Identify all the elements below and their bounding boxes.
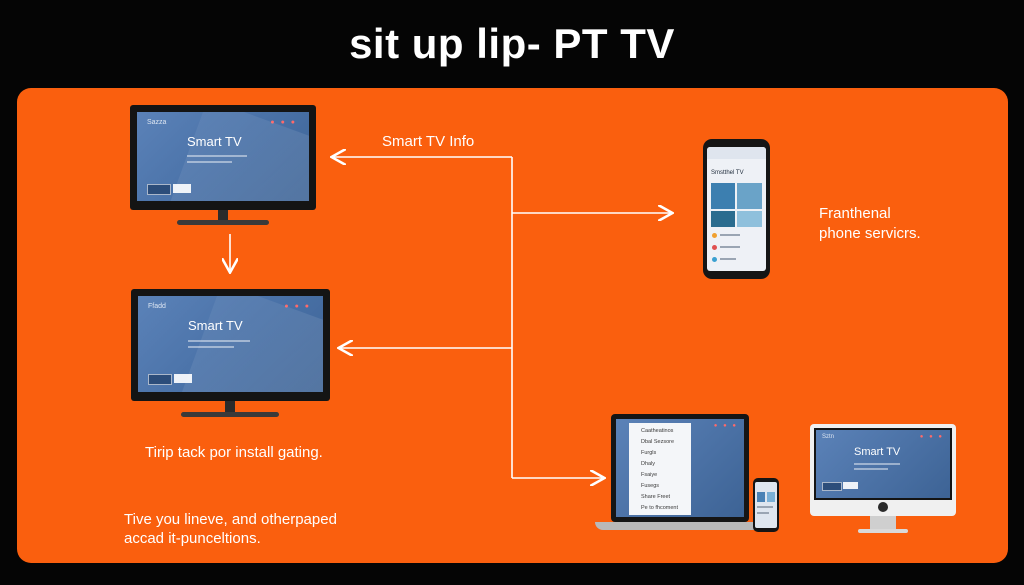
phone-services-line2: phone servicrs. [819, 225, 921, 242]
smart-tv-middle: Ffadd ● ● ● Smart TV [131, 289, 330, 421]
laptop-settings-menu: Caatheatinos Dbal Sezsore Furgls Dhaly F… [629, 423, 691, 515]
install-caption: Tirip tack por install gating. [145, 444, 323, 461]
smart-tv-top: Sazza ● ● ● Smart TV [130, 105, 316, 227]
menu-item: Pe to fhcoment [641, 505, 678, 511]
laptop: Caatheatinos Dbal Sezsore Furgls Dhaly F… [611, 414, 749, 522]
laptop-base [595, 522, 765, 530]
phone-services-line1: Franthenal [819, 205, 891, 222]
tv-brand-label: Sazza [147, 119, 167, 126]
diagram-panel: Smart TV Info Franthenal phone servicrs.… [17, 88, 1008, 563]
menu-item: Dbal Sezsore [641, 439, 675, 445]
status-dots-icon: ● ● ● [270, 119, 297, 126]
menu-item: Fusegs [641, 483, 660, 489]
connector-arrows [17, 88, 1008, 563]
menu-item: Dhaly [641, 461, 656, 467]
menu-item: Furgls [641, 450, 657, 456]
bottom-caption-line2: accad it-punceltions. [124, 530, 261, 547]
status-dots-icon: ● ● ● [919, 434, 944, 440]
tv-brand-label: Sztn [822, 434, 835, 440]
status-dots-icon: ● ● ● [284, 303, 311, 310]
menu-item: Fsaiye [641, 472, 658, 478]
bottom-caption-line1: Tive you lineve, and otherpaped [124, 511, 337, 528]
diagram-title: sit up lip- PT TV [349, 20, 675, 67]
small-phone [753, 478, 779, 532]
menu-item: Caatheatinos [641, 428, 674, 434]
imac-screen-title: Smart TV [854, 446, 901, 458]
phone-app-title: Smstthel TV [711, 170, 744, 176]
tv-screen-title: Smart TV [188, 318, 243, 333]
menu-item: Share Freet [641, 494, 671, 500]
smartphone: Smstthel TV [703, 139, 770, 279]
apple-logo-icon [878, 502, 888, 512]
desktop-monitor: Sztn ● ● ● Smart TV [810, 424, 956, 536]
tv-screen-title: Smart TV [187, 134, 242, 149]
status-dots-icon: ● ● ● [713, 423, 738, 429]
tv-brand-label: Ffadd [148, 303, 166, 310]
smart-tv-info-label: Smart TV Info [382, 133, 475, 150]
